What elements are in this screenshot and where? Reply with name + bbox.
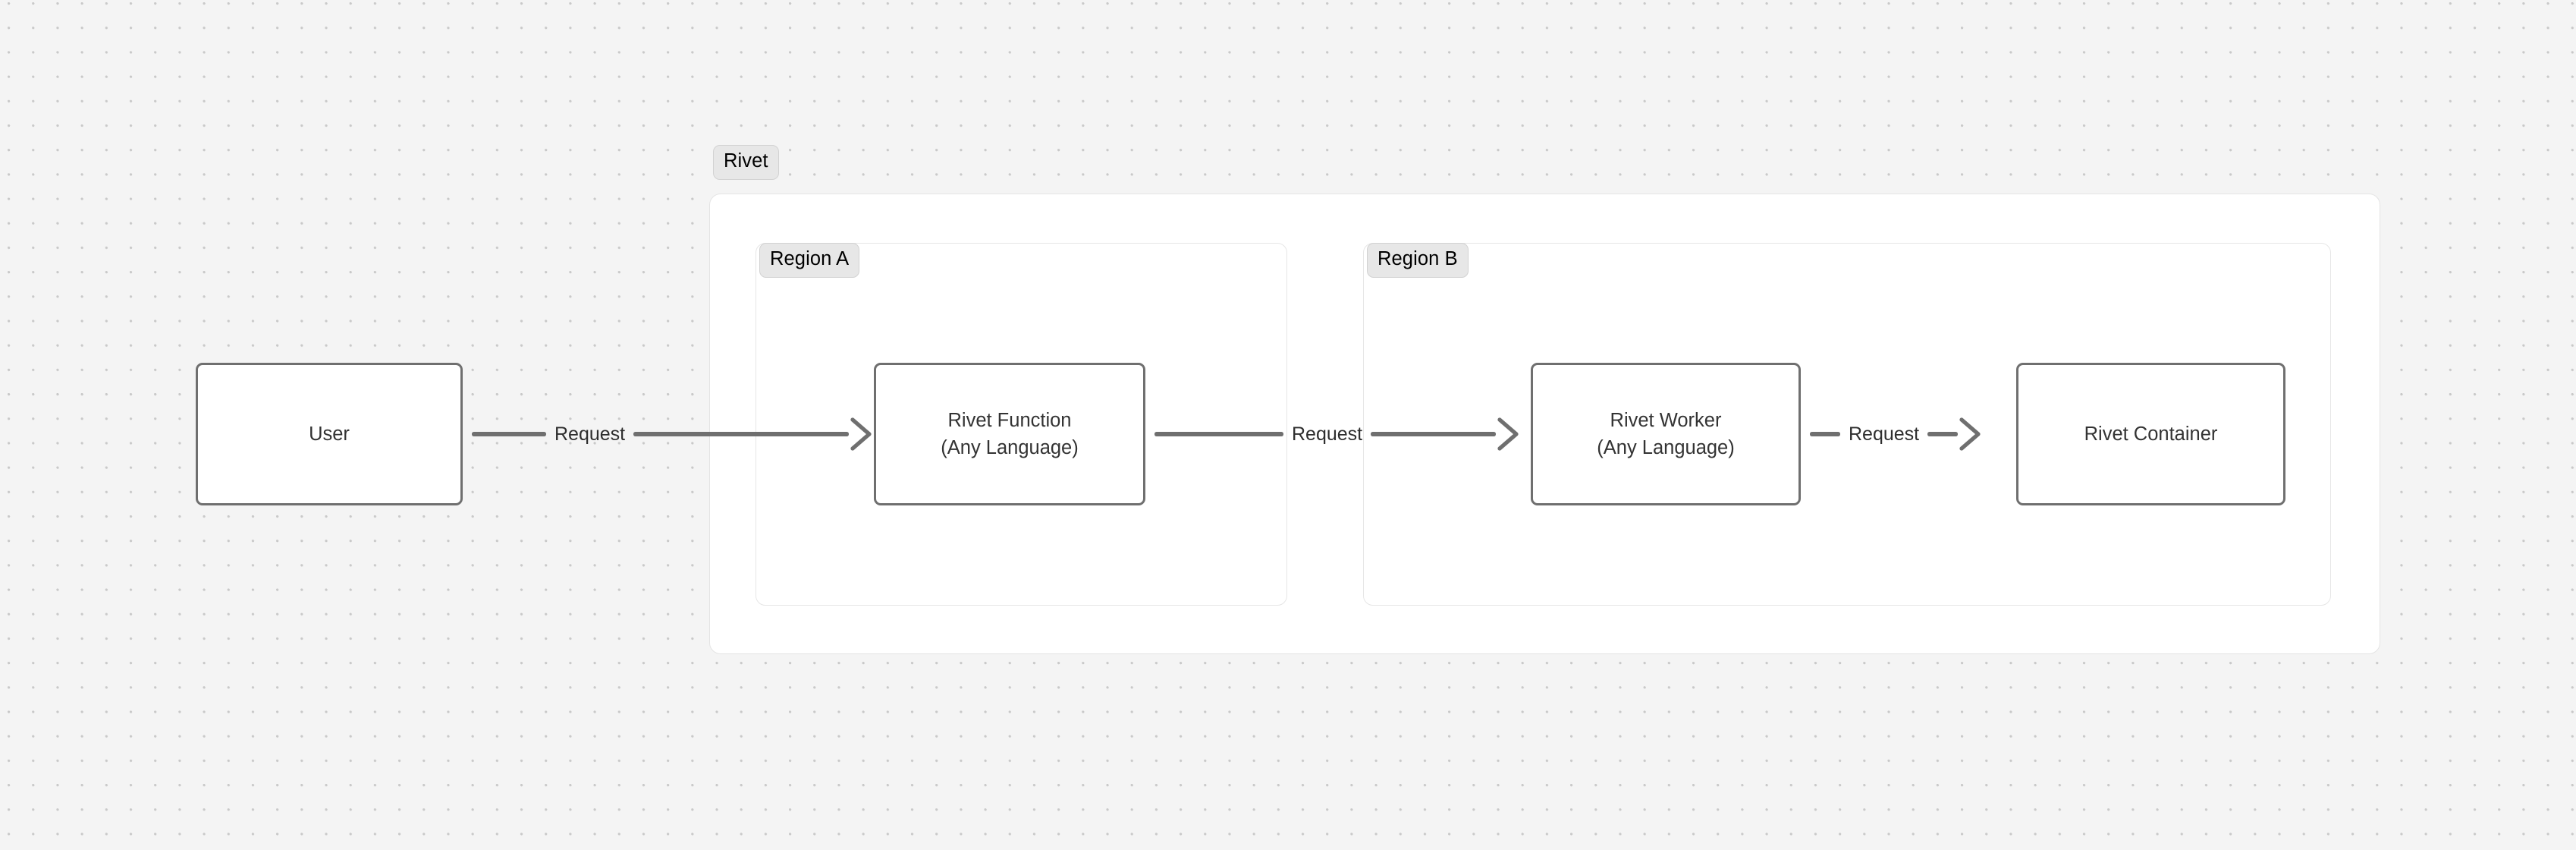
- node-rivet-container-label: Rivet Container: [2084, 423, 2218, 445]
- group-rivet-label: Rivet: [713, 145, 779, 180]
- group-region-a-label: Region A: [759, 243, 860, 278]
- group-region-a[interactable]: [756, 243, 1287, 606]
- node-rivet-container[interactable]: Rivet Container: [2016, 363, 2285, 505]
- node-rivet-worker-label-line1: Rivet Worker: [1610, 409, 1722, 431]
- edge-user-to-rivet-function-label: Request: [554, 423, 626, 445]
- node-user-label: User: [309, 423, 350, 445]
- node-user[interactable]: User: [196, 363, 463, 505]
- group-region-b-label: Region B: [1367, 243, 1469, 278]
- node-rivet-function-label-line1: Rivet Function: [947, 409, 1072, 431]
- node-rivet-function[interactable]: Rivet Function (Any Language): [874, 363, 1145, 505]
- group-region-b[interactable]: [1363, 243, 2331, 606]
- node-rivet-function-label-line2: (Any Language): [941, 437, 1079, 458]
- edge-line-segment: [472, 432, 546, 436]
- node-rivet-worker-label-line2: (Any Language): [1597, 437, 1735, 458]
- node-rivet-worker[interactable]: Rivet Worker (Any Language): [1531, 363, 1801, 505]
